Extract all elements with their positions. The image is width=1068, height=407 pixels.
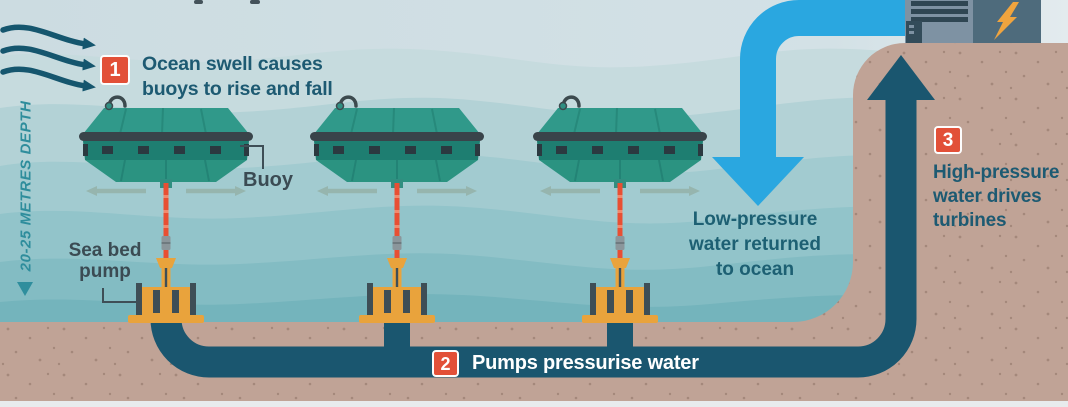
top-crop-marks	[194, 0, 260, 4]
buoy-label-leader	[240, 145, 264, 169]
depth-arrow-icon	[17, 282, 33, 296]
vent-grilles	[911, 1, 968, 22]
low-pressure-text: Low-pressure water returned to ocean	[689, 209, 821, 280]
step-3-text: High-pressure water drives turbines	[933, 162, 1060, 231]
depth-label: 20-25 METRES DEPTH	[17, 100, 35, 272]
step-3-badge: 3	[934, 126, 962, 154]
down-arrow-icon	[712, 0, 906, 206]
seabed-pump-label: Sea bed pump	[68, 240, 142, 282]
step-1-badge: 1	[100, 55, 130, 85]
buoy-label: Buoy	[243, 169, 293, 191]
lightning-icon	[994, 2, 1019, 40]
up-arrow-icon	[867, 55, 935, 100]
seabed-pump-label-leader	[102, 288, 140, 303]
step-2-badge: 2	[432, 350, 459, 377]
seabed-and-land	[0, 43, 1068, 401]
turbine-building	[905, 0, 1041, 43]
bottom-crop-strip	[0, 401, 1068, 407]
step-2-text: Pumps pressurise water	[472, 352, 699, 374]
step-1-text: Ocean swell causes buoys to rise and fal…	[142, 53, 333, 100]
wind-arrows-icon	[0, 24, 96, 92]
